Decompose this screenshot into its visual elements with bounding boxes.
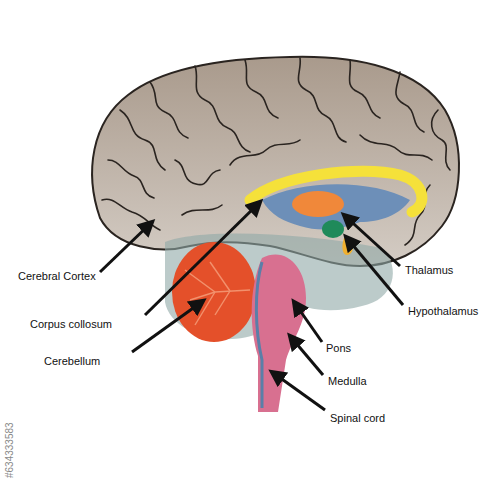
brainstem bbox=[252, 254, 306, 412]
part-label: Pons bbox=[326, 342, 351, 355]
part-label: Spinal cord bbox=[330, 412, 385, 425]
arbor-vitae bbox=[185, 262, 250, 325]
part-label: Cerebellum bbox=[44, 355, 100, 368]
thalamus-shape bbox=[292, 191, 344, 217]
part-label: Cerebral Cortex bbox=[18, 270, 96, 283]
part-label: Medulla bbox=[328, 375, 367, 388]
cerebellum-shape bbox=[172, 242, 256, 342]
part-label: Thalamus bbox=[405, 264, 453, 277]
leader-arrows bbox=[100, 202, 403, 410]
part-label: Corpus collosum bbox=[30, 318, 112, 331]
gyri bbox=[102, 58, 450, 245]
hypothalamus-shape bbox=[322, 220, 344, 238]
cerebrum bbox=[92, 57, 459, 266]
part-label: Hypothalamus bbox=[408, 305, 478, 318]
fourth-ventricle bbox=[256, 262, 262, 408]
watermark: #634333583 bbox=[4, 422, 16, 478]
